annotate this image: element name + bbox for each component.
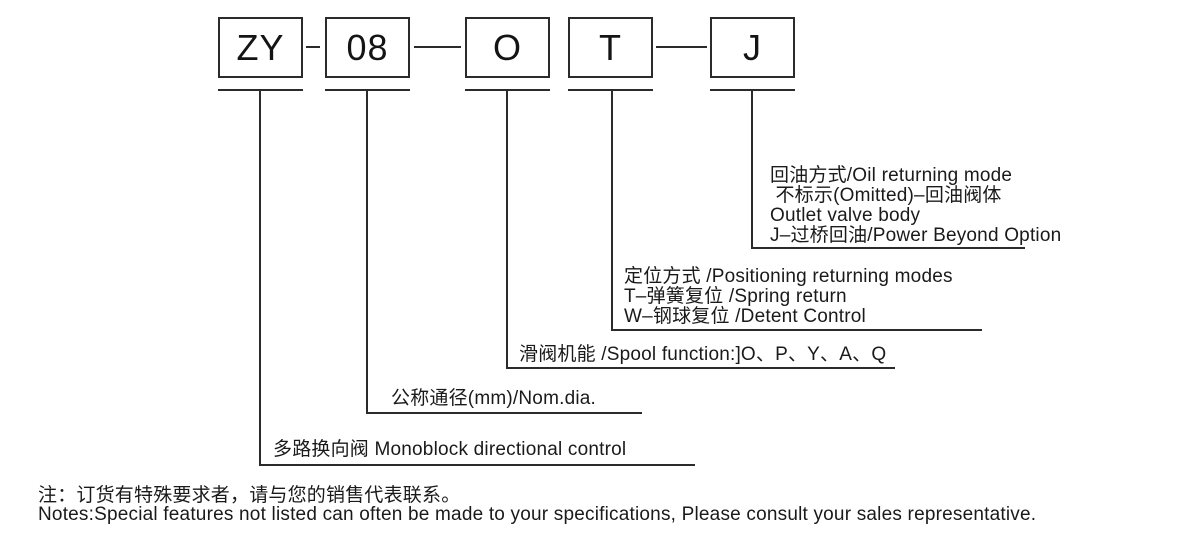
description-nom-dia: 公称通径(mm)/Nom.dia. — [391, 389, 596, 409]
description-line: 公称通径(mm)/Nom.dia. — [391, 388, 597, 409]
code-box-o: O — [465, 17, 550, 78]
connector-t-j — [656, 46, 707, 48]
code-box-t-label: T — [599, 26, 622, 68]
leader-line-08 — [366, 89, 368, 414]
connector-08-o — [414, 46, 461, 48]
underline-positioning — [611, 329, 982, 331]
leader-line-j — [751, 89, 753, 249]
description-line: 滑阀机能 /Spool function:]O、P、Y、A、Q — [519, 344, 887, 365]
description-line: 多路换向阀 Monoblock directional control — [273, 439, 627, 460]
tick-t — [568, 89, 653, 91]
description-line: 回油方式/Oil returning mode — [770, 165, 1013, 186]
code-box-08: 08 — [325, 17, 410, 78]
description-line: T–弹簧复位 /Spring return — [624, 286, 847, 307]
description-line: W–钢球复位 /Detent Control — [624, 306, 866, 327]
code-box-o-label: O — [492, 26, 522, 68]
code-box-zy-label: ZY — [236, 26, 285, 68]
code-box-j: J — [710, 17, 795, 78]
note-english: Notes:Special features not listed can of… — [38, 504, 1037, 525]
connector-zy-08 — [306, 46, 320, 48]
description-oil-return: 回油方式/Oil returning mode 不标示(Omitted)–回油阀… — [770, 166, 1061, 246]
code-box-08-label: 08 — [346, 26, 389, 68]
description-line: 定位方式 /Positioning returning modes — [624, 266, 953, 287]
underline-monoblock — [259, 464, 695, 466]
leader-line-zy — [259, 89, 261, 466]
description-spool: 滑阀机能 /Spool function:]O、P、Y、A、Q — [519, 345, 886, 365]
underline-spool — [506, 367, 895, 369]
leader-line-t — [611, 89, 613, 331]
leader-line-o — [506, 89, 508, 369]
description-positioning: 定位方式 /Positioning returning modes T–弹簧复位… — [624, 267, 953, 327]
code-box-zy: ZY — [218, 17, 303, 78]
underline-nom-dia — [366, 412, 642, 414]
description-line: Outlet valve body — [770, 205, 921, 226]
description-line: 不标示(Omitted)–回油阀体 — [770, 185, 1002, 206]
description-line: J–过桥回油/Power Beyond Option — [770, 225, 1062, 246]
description-monoblock: 多路换向阀 Monoblock directional control — [273, 440, 626, 460]
note-chinese: 注：订货有特殊要求者，请与您的销售代表联系。 — [38, 485, 461, 506]
code-box-j-label: J — [743, 26, 762, 68]
underline-oil-return — [751, 247, 1025, 249]
code-box-t: T — [568, 17, 653, 78]
